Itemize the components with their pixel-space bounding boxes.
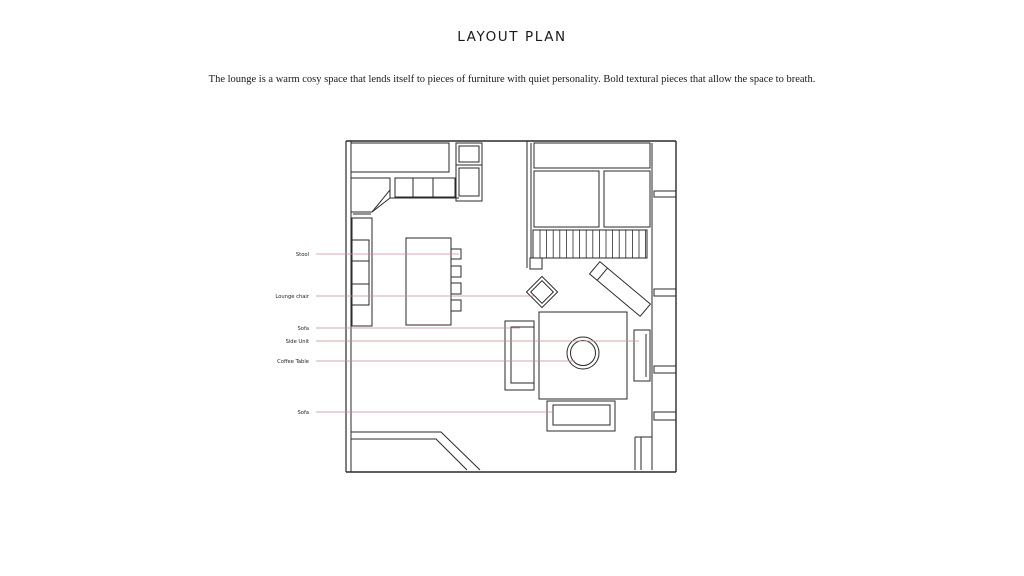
- intro-text: The lounge is a warm cosy space that len…: [208, 74, 816, 85]
- page-title: LAYOUT PLAN: [457, 29, 567, 45]
- sofa-bottom: [546, 400, 616, 432]
- label-lounge-chair: Lounge chair: [275, 294, 309, 300]
- sofa-left: [504, 320, 535, 391]
- coffee-table: [566, 336, 600, 370]
- label-side-unit: Side Unit: [286, 339, 309, 345]
- rug: [538, 311, 628, 400]
- right-wall-panels: [634, 190, 677, 470]
- lounge-chair: [525, 275, 559, 309]
- labels: Stool Lounge chair Sofa Side Unit Coffee…: [275, 252, 309, 416]
- top-cabinets: [455, 141, 528, 268]
- stools: [450, 248, 462, 312]
- side-unit: [633, 329, 651, 382]
- built-in-shelving: [530, 142, 653, 470]
- staircase: [529, 229, 648, 270]
- kitchen-counter: [350, 142, 459, 215]
- dining-table: [405, 237, 452, 326]
- label-sofa: Sofa: [298, 326, 309, 332]
- label-coffee-table: Coffee Table: [277, 359, 309, 365]
- bottom-counter: [351, 431, 481, 471]
- label-stool: Stool: [296, 252, 309, 258]
- daybed: [588, 260, 652, 318]
- leader-lines: [316, 253, 639, 413]
- label-sofa-bottom: Sofa: [298, 410, 309, 416]
- banquette-seat: [351, 217, 373, 327]
